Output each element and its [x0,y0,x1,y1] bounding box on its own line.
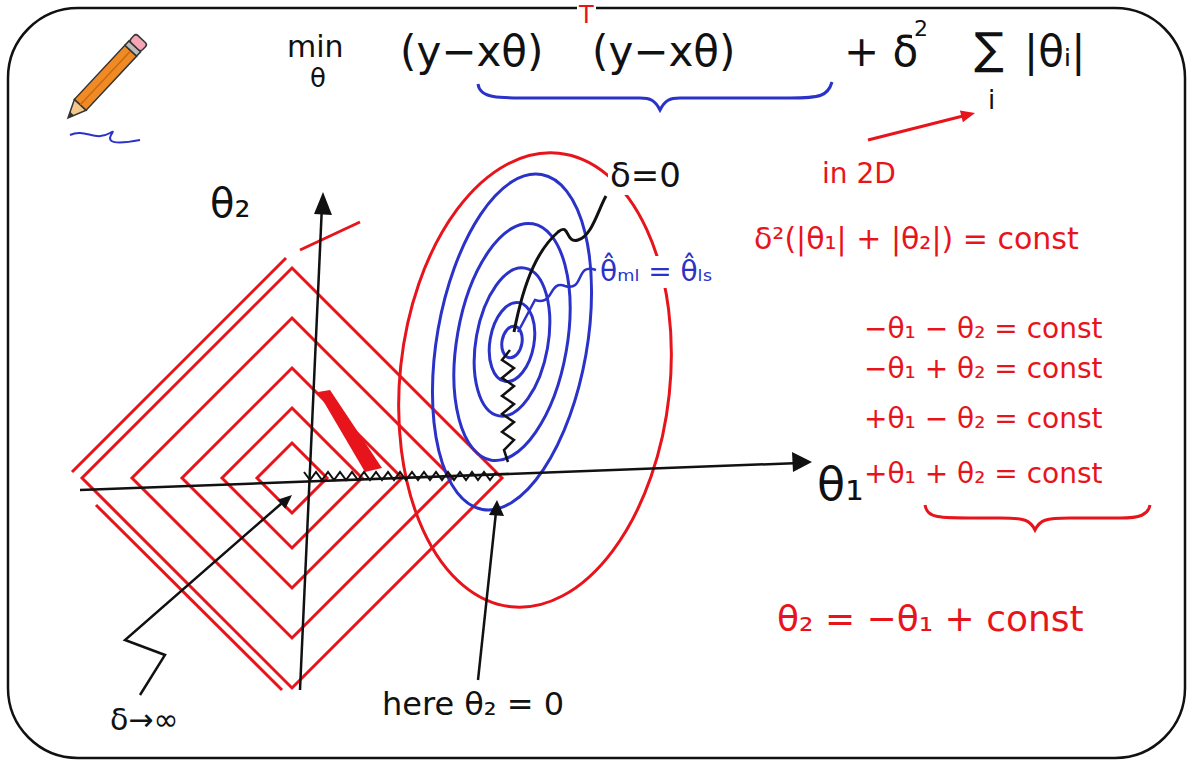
underbrace [925,505,1150,530]
line-equation: θ₂ = −θ₁ + const [775,598,1086,639]
arrowhead [960,111,975,123]
contour-equation: −θ₁ − θ₂ = const [862,313,1105,345]
transpose-mark: T [577,2,596,30]
ls-contours [409,162,616,523]
pencil-icon [62,34,147,143]
contour-equation: +θ₁ + θ₂ = const [862,458,1105,490]
l1-contours [72,222,502,690]
contour-ellipse [377,139,693,621]
argument-variable: θ [308,64,328,94]
note-label: in 2D [820,158,898,190]
arrowhead [314,192,332,215]
regularization-path [304,472,496,480]
residual-term: (y−xθ) [398,28,545,76]
exponent: 2 [912,16,930,41]
sum-symbol: ∑ [972,24,1006,75]
contour-equation: +θ₁ − θ₂ = const [862,403,1105,435]
sum-index: i [986,86,997,116]
pointer-arrow [868,116,963,140]
pointer-arrow [125,503,282,695]
regularization-path [502,350,514,462]
annotation-label: here θ₂ = 0 [380,686,566,723]
path-label: δ=0 [608,156,683,195]
axis-label: θ₂ [208,180,253,226]
underbrace [478,82,832,110]
penalty-equation: δ²(|θ₁| + |θ₂|) = const [752,222,1081,257]
highlight-stroke [318,390,382,472]
residual-term: (y−xθ) [590,28,737,76]
path-label: δ→∞ [108,703,180,738]
arrowhead [489,500,504,516]
arrowhead [278,495,293,509]
min-operator: min [285,30,346,65]
pointer-arrow [478,512,496,680]
penalty-weight: + δ [842,28,920,76]
leader-line [514,196,606,332]
slide-frame [8,8,1185,758]
contour-equation: −θ₁ + θ₂ = const [862,353,1105,385]
absolute-term: |θᵢ| [1022,28,1088,76]
axis-label: θ₁ [815,458,866,511]
estimate-label: θ̂ₘₗ = θ̂ₗₛ [598,256,715,288]
arrowhead [792,452,812,472]
axes [80,205,800,690]
